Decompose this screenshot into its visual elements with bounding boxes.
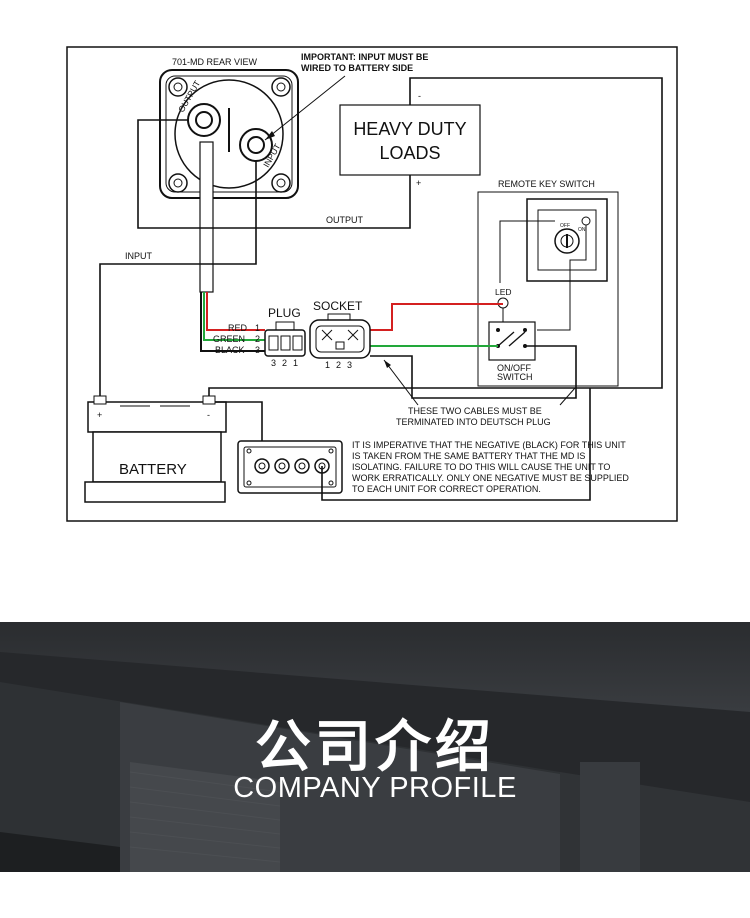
loads-negative-wire	[208, 77, 663, 398]
plug-pin-number-2: 2	[282, 358, 287, 368]
negative-note-line3: ISOLATING. FAILURE TO DO THIS WILL CAUSE…	[352, 462, 610, 472]
heavy-duty-loads-box	[339, 104, 481, 176]
led-label: LED	[495, 287, 512, 297]
remote-key-switch-label: REMOTE KEY SWITCH	[498, 179, 595, 189]
rear-view-title: 701-MD REAR VIEW	[172, 57, 258, 67]
switch-black-wire	[370, 345, 577, 399]
red-wire	[206, 292, 265, 331]
profile-title: 公司介绍	[255, 715, 495, 780]
profile-subtitle: COMPANY PROFILE	[233, 772, 517, 804]
battery	[84, 395, 227, 503]
negative-note-line4: WORK ERRATICALLY. ONLY ONE NEGATIVE MUST…	[352, 473, 629, 483]
pigtail-cable	[199, 141, 214, 293]
plug-pin-label-1: 1	[255, 323, 260, 333]
cables-note-line2: TERMINATED INTO DEUTSCH PLUG	[396, 417, 551, 427]
terminal-to-switch-wire	[321, 388, 591, 501]
wiring-diagram: OUTPUT INPUT 701-MD REAR VIEW IMPORTANT:…	[66, 46, 678, 522]
output-wire	[137, 119, 411, 229]
loads-minus: -	[418, 91, 421, 101]
key-off-label: OFF	[560, 223, 570, 229]
plug-pin-number-3: 1	[293, 358, 298, 368]
battery-label: BATTERY	[119, 461, 187, 478]
plug-pin-label-3: 3	[255, 345, 260, 355]
loads-line1: HEAVY DUTY	[353, 119, 466, 139]
plug-pin-label-2: 2	[255, 334, 260, 344]
important-note-line1: IMPORTANT: INPUT MUST BE	[301, 52, 428, 62]
red-wire-socket	[370, 303, 503, 331]
cables-note-line1: THESE TWO CABLES MUST BE	[408, 406, 542, 416]
on-off-switch	[488, 321, 536, 361]
battery-plus: +	[97, 410, 102, 420]
negative-note-line2: IS TAKEN FROM THE SAME BATTERY THAT THE …	[352, 451, 585, 461]
wire-green-label: GREEN	[213, 334, 245, 344]
remote-key-switch-box	[477, 191, 619, 387]
wire-black-label: BLACK	[215, 345, 245, 355]
key-on-label: ON	[578, 227, 586, 233]
green-wire	[203, 292, 265, 341]
terminal-block	[237, 440, 343, 494]
plug-pin-number-1: 3	[271, 358, 276, 368]
loads-line2: LOADS	[379, 143, 440, 163]
black-wire-plug	[200, 292, 265, 352]
input-wire	[99, 161, 257, 398]
loads-plus: +	[416, 178, 421, 188]
negative-note-line1: IT IS IMPERATIVE THAT THE NEGATIVE (BLAC…	[352, 440, 626, 450]
switch-label-line1: ON/OFF	[497, 363, 531, 373]
plug-label: PLUG	[268, 306, 301, 320]
output-terminal	[187, 103, 221, 137]
socket-pin-number-3: 3	[347, 360, 352, 370]
socket-pin-number-1: 1	[325, 360, 330, 370]
socket-connector	[309, 313, 371, 359]
battery-minus: -	[207, 410, 210, 420]
switch-label-line2: SWITCH	[497, 372, 533, 382]
input-wire-label: INPUT	[125, 251, 153, 261]
important-note-line2: WIRED TO BATTERY SIDE	[301, 63, 413, 73]
building-backdrop	[0, 652, 750, 872]
bottom-strip	[0, 872, 750, 918]
company-profile-banner: 公司介绍 COMPANY PROFILE	[0, 622, 750, 872]
socket-label: SOCKET	[313, 299, 363, 313]
negative-note-line5: TO EACH UNIT FOR CORRECT OPERATION.	[352, 484, 541, 494]
output-wire-label: OUTPUT	[326, 215, 364, 225]
plug-connector	[264, 321, 306, 357]
wire-red-label: RED	[228, 323, 248, 333]
socket-pin-number-2: 2	[336, 360, 341, 370]
